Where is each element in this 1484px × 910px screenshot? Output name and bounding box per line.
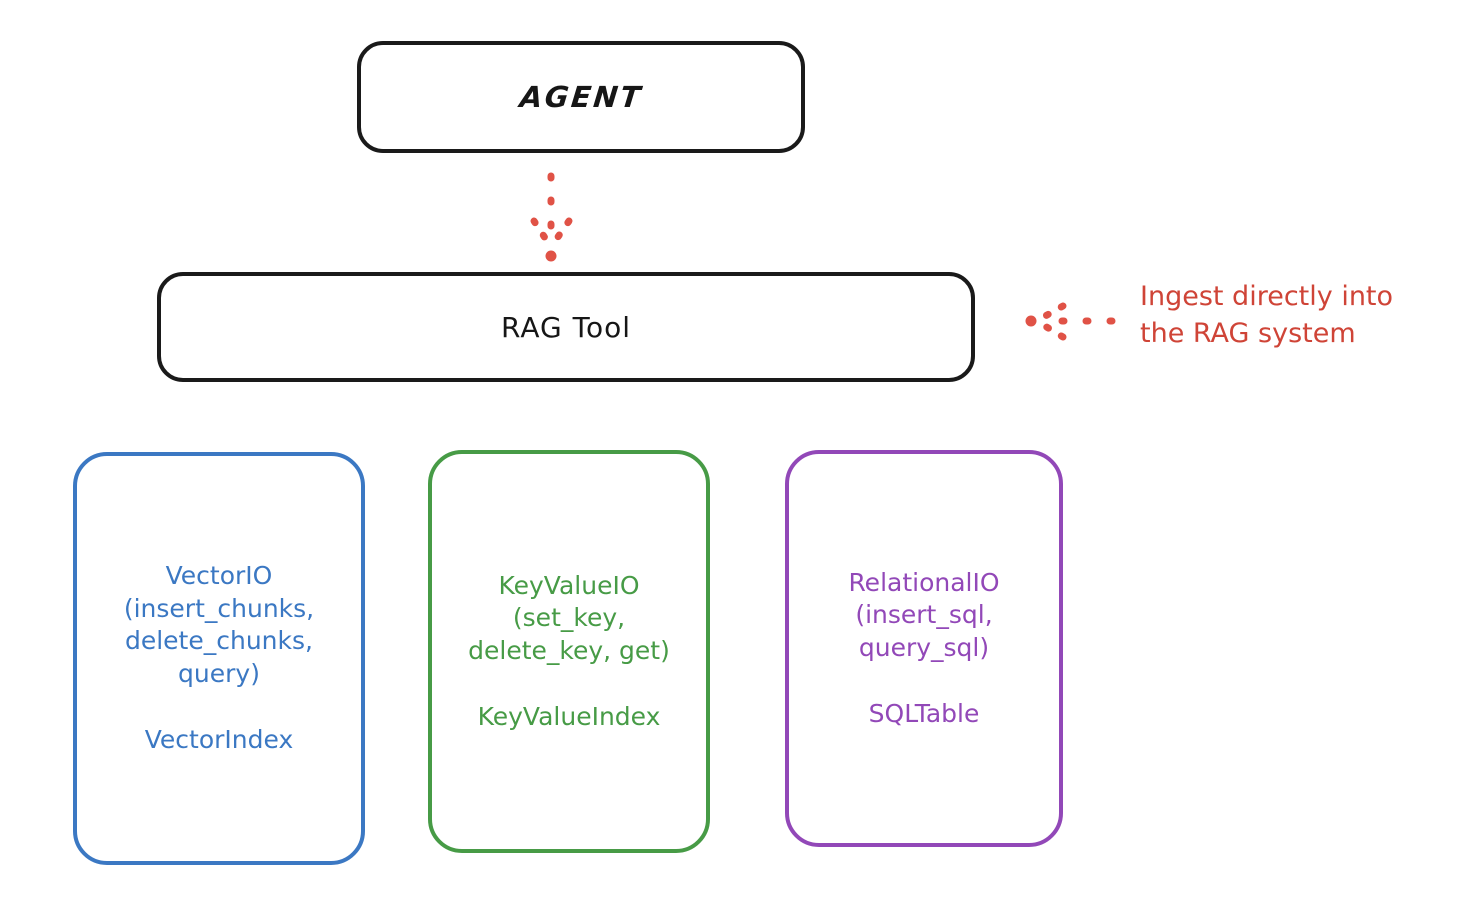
- agent-node[interactable]: AGENT: [357, 41, 805, 153]
- agent-node-label: AGENT: [517, 80, 645, 114]
- relational-io-api-label: RelationalIO (insert_sql, query_sql): [848, 567, 1000, 662]
- rag-tool-node-label: RAG Tool: [501, 310, 631, 344]
- vector-index-label: VectorIndex: [144, 725, 294, 755]
- ingest-annotation-arrow-icon: [1025, 302, 1116, 341]
- sql-table-label: SQLTable: [868, 699, 980, 728]
- vector-io-api-label: VectorIO (insert_chunks, delete_chunks, …: [123, 561, 315, 688]
- key-value-io-api-label: KeyValueIO (set_key, delete_key, get): [468, 570, 670, 665]
- agent-to-rag-tool-arrow-icon: [530, 172, 573, 262]
- key-value-io-node[interactable]: KeyValueIO (set_key, delete_key, get) Ke…: [428, 450, 710, 853]
- key-value-index-label: KeyValueIndex: [477, 702, 661, 731]
- relational-io-node[interactable]: RelationalIO (insert_sql, query_sql) SQL…: [785, 450, 1063, 847]
- vector-io-node[interactable]: VectorIO (insert_chunks, delete_chunks, …: [73, 452, 365, 865]
- ingest-annotation-label: Ingest directly into the RAG system: [1140, 281, 1394, 350]
- rag-tool-node[interactable]: RAG Tool: [157, 272, 975, 382]
